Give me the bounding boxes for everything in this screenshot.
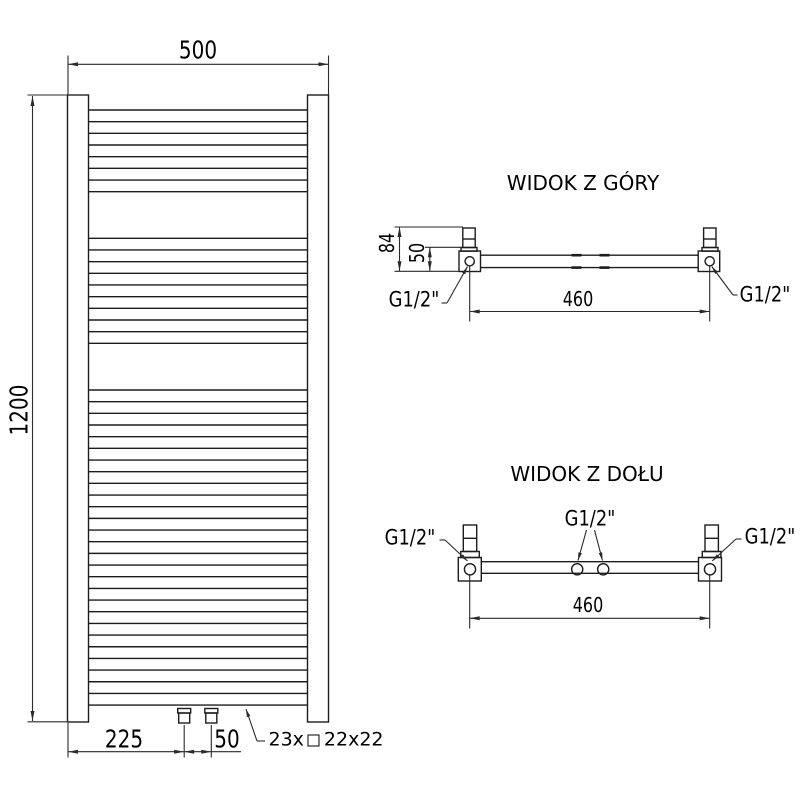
bottom-view-dimensions bbox=[439, 529, 742, 629]
top-view-pipe-offset-dimension: 50 bbox=[405, 242, 429, 264]
left-thread-hole bbox=[464, 255, 476, 267]
leader-arrow bbox=[598, 552, 603, 561]
valve-body bbox=[205, 712, 218, 724]
dimension-arrow bbox=[30, 711, 35, 721]
dimension-arrow bbox=[318, 62, 329, 67]
dimension-arrow bbox=[427, 247, 432, 258]
center-thread-hole bbox=[570, 563, 584, 576]
tube-profile-note: 23x 22x22 bbox=[268, 728, 384, 751]
front-width-dimension: 500 bbox=[178, 35, 218, 65]
leader-arrow bbox=[712, 554, 720, 561]
leader-arrow bbox=[246, 709, 251, 718]
front-bottom-valve bbox=[204, 707, 219, 724]
dimension-arrow bbox=[469, 309, 480, 314]
right-valve-body bbox=[702, 227, 717, 249]
dimension-arrow bbox=[397, 227, 402, 237]
leader-arrow bbox=[460, 554, 468, 561]
center-thread-hole bbox=[596, 563, 610, 576]
right-collector-rail bbox=[306, 94, 330, 723]
dimension-arrow bbox=[30, 96, 35, 106]
bottom-view-linework bbox=[457, 524, 723, 582]
left-thread-hole bbox=[463, 563, 477, 576]
dimension-arrow bbox=[174, 749, 185, 754]
dimension-arrow bbox=[68, 62, 78, 67]
right-thread-hole bbox=[704, 255, 716, 267]
dimension-arrow bbox=[201, 749, 212, 754]
front-view-rungs bbox=[88, 109, 308, 706]
top-view-spacing-dimension: 460 bbox=[562, 287, 594, 311]
square-profile-icon bbox=[307, 734, 320, 746]
left-valve-body bbox=[462, 227, 476, 249]
front-bottom-valve bbox=[176, 707, 192, 724]
dimension-arrow bbox=[699, 309, 710, 314]
leader-arrow bbox=[462, 266, 468, 275]
valve-body bbox=[177, 712, 191, 724]
bottom-view-title: WIDOK Z DOŁU bbox=[510, 462, 664, 486]
left-valve-flange bbox=[460, 246, 478, 252]
bottom-view-thread-right-label: G1/2" bbox=[744, 524, 796, 549]
right-thread-hole bbox=[703, 563, 717, 576]
leader-arrow bbox=[711, 266, 719, 274]
front-bottom-spacing-dimension: 50 bbox=[214, 724, 240, 754]
top-view-thread-right-label: G1/2" bbox=[739, 282, 791, 307]
dimension-arrow bbox=[184, 749, 195, 754]
top-view-dimensions bbox=[394, 226, 738, 322]
top-view-title: WIDOK Z GÓRY bbox=[506, 171, 660, 195]
dimension-arrow bbox=[68, 749, 78, 754]
top-view-linework bbox=[458, 227, 721, 273]
dimension-arrow bbox=[469, 616, 480, 621]
right-valve-flange bbox=[701, 550, 722, 559]
right-valve-flange bbox=[701, 246, 719, 252]
tube-count-label: 23x bbox=[268, 728, 304, 751]
bottom-view-thread-center-label: G1/2" bbox=[564, 506, 616, 531]
dimension-arrow bbox=[427, 261, 432, 272]
bottom-view-spacing-dimension: 460 bbox=[572, 593, 604, 617]
tube-size-label: 22x22 bbox=[323, 728, 384, 751]
leader-arrow bbox=[578, 552, 582, 561]
right-collector-section bbox=[697, 250, 721, 273]
front-height-dimension: 1200 bbox=[4, 384, 34, 436]
dimension-arrow bbox=[699, 616, 710, 621]
front-bottom-offset-dimension: 225 bbox=[104, 724, 144, 754]
dimension-arrow bbox=[397, 261, 402, 272]
bottom-view-thread-left-label: G1/2" bbox=[384, 525, 436, 550]
left-collector-rail bbox=[66, 94, 90, 723]
front-view-linework bbox=[66, 94, 330, 723]
top-view-thread-left-label: G1/2" bbox=[388, 287, 440, 312]
front-view-dimensions bbox=[27, 55, 330, 758]
top-view-depth-dimension: 84 bbox=[375, 232, 399, 254]
